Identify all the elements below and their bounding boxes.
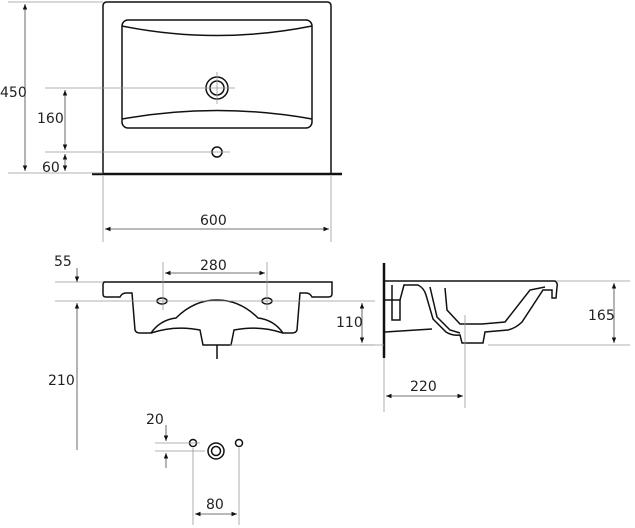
front-view: 280 55 210 110	[48, 254, 375, 450]
dim-drain-offset-label: 220	[410, 379, 437, 395]
tap-hole-small-right	[234, 438, 244, 448]
basin-bowl	[121, 19, 313, 129]
dim-top-depth-label: 55	[54, 254, 72, 270]
dim-tap-offset-label: 20	[146, 412, 164, 428]
dim-mount-height-label: 210	[48, 373, 75, 389]
dim-side-height-label: 165	[588, 308, 615, 324]
top-view: 450 160 60 600	[0, 1, 342, 242]
dim-width-label: 600	[200, 213, 227, 229]
basin-section	[385, 280, 558, 344]
dim-tap-spacing-label: 280	[200, 258, 227, 274]
dim-overflow-edge-label: 60	[42, 160, 60, 176]
dim-depth-label: 450	[0, 85, 27, 101]
side-view: 165 220	[360, 263, 630, 412]
tap-holes-detail: 20 80	[146, 412, 244, 525]
basin-front-outline	[102, 281, 333, 334]
basin-outline	[102, 1, 332, 173]
tap-hole-center	[207, 442, 225, 460]
dim-drain-overflow-label: 160	[37, 111, 64, 127]
dim-bowl-height-label: 110	[336, 315, 363, 331]
dim-tap-hole-spacing-label: 80	[206, 497, 224, 513]
